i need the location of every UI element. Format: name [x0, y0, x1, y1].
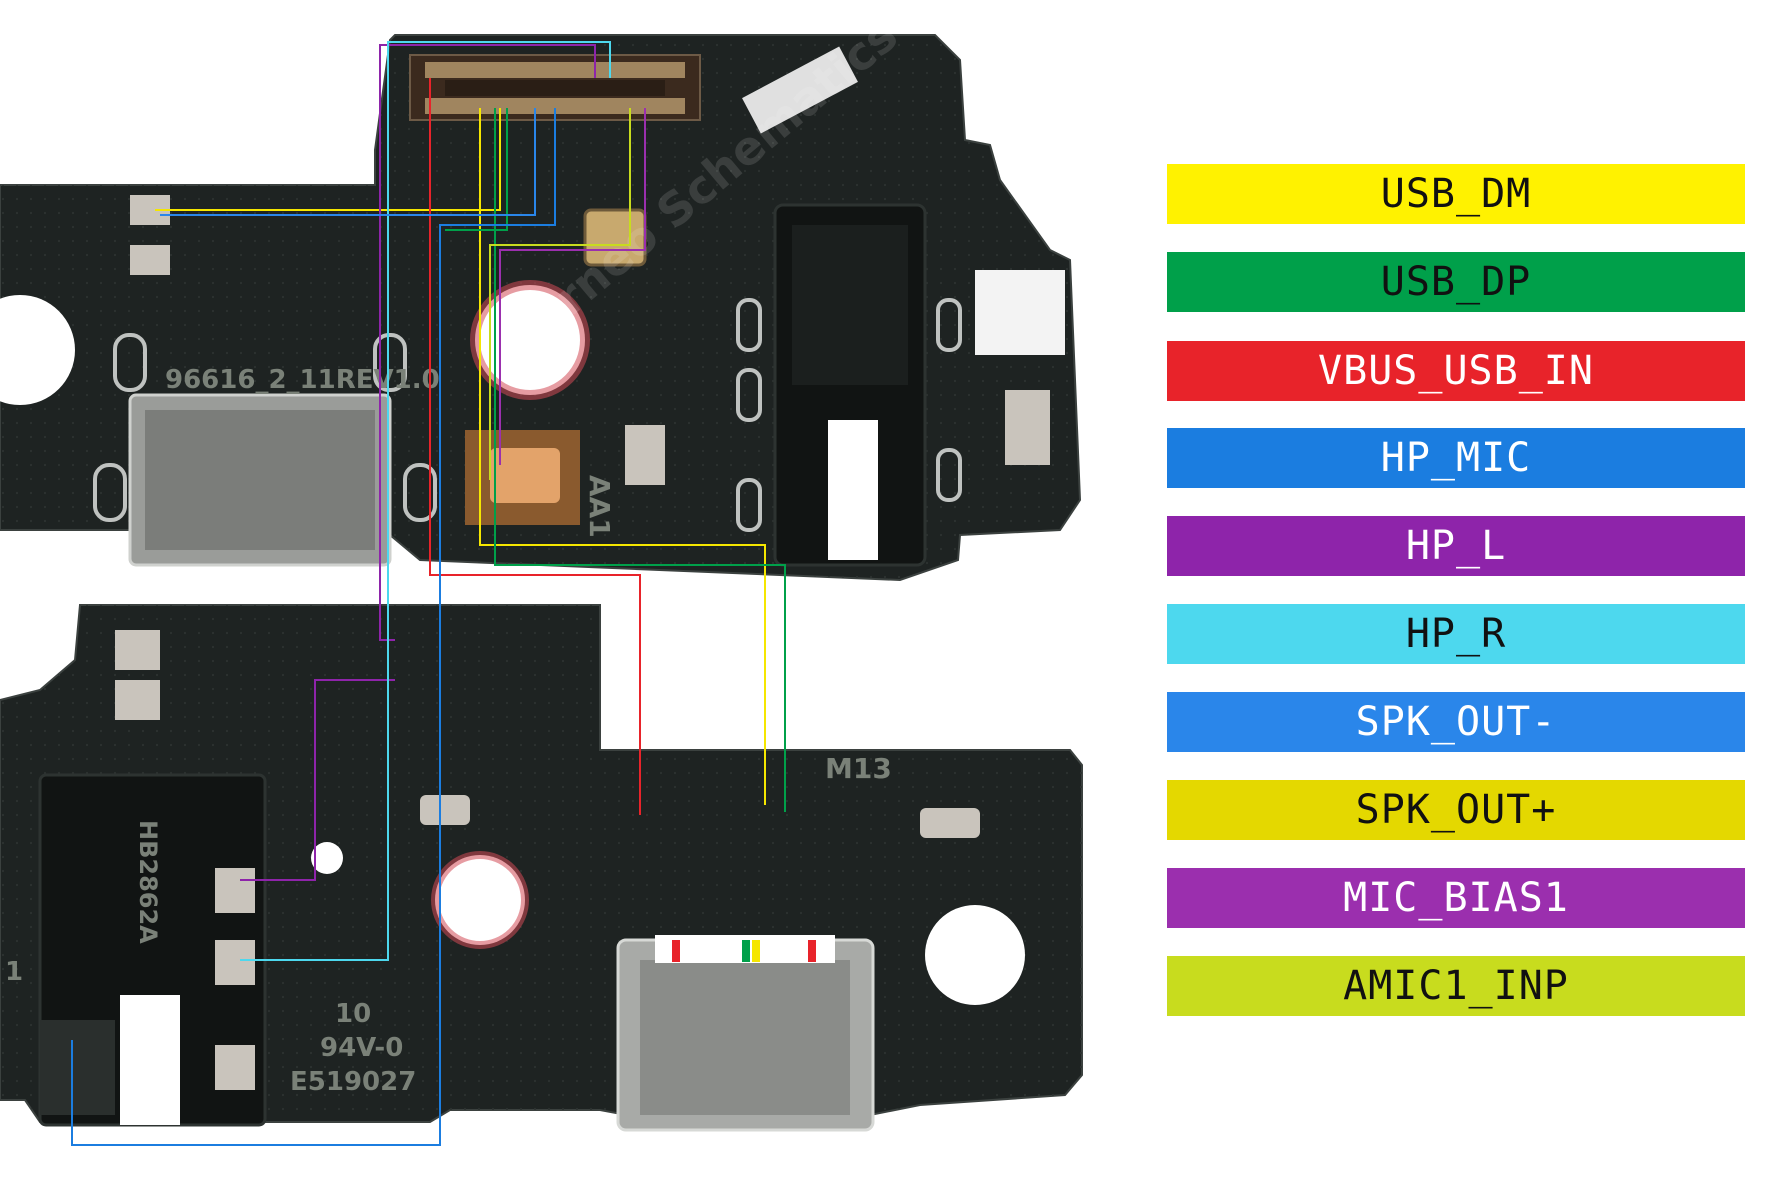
headphone-jack-bottom — [38, 773, 267, 1127]
silk-bottom-2: 10 — [335, 999, 371, 1029]
pcb-illustration: 96616_2_11REV1.0 AA1 — [0, 34, 1083, 1146]
usb-c-connector-bottom — [616, 935, 875, 1132]
legend-item-hp-mic: HP_MIC — [1167, 428, 1745, 488]
legend-label: AMIC1_INP — [1343, 963, 1569, 1009]
legend-item-amic1-inp: AMIC1_INP — [1167, 956, 1745, 1016]
usb-c-pins — [655, 940, 825, 962]
usb-c-connector-top — [128, 393, 392, 567]
silk-bottom-4: E519027 — [290, 1067, 416, 1097]
legend-item-spk-out-plus: SPK_OUT+ — [1167, 780, 1745, 840]
shield-clip — [742, 46, 858, 134]
legend-label: HP_R — [1405, 611, 1507, 657]
board-silkscreen-top: 96616_2_11REV1.0 — [165, 365, 440, 395]
legend-label: SPK_OUT+ — [1355, 787, 1557, 833]
legend-item-mic-bias1: MIC_BIAS1 — [1167, 868, 1745, 928]
silk-bottom-3: 94V-0 — [320, 1033, 403, 1063]
label-sticker — [975, 270, 1065, 355]
legend-item-vbus-usb-in: VBUS_USB_IN — [1167, 341, 1745, 401]
signal-traces — [71, 41, 786, 1146]
mounting-hole-bottom-center — [435, 855, 525, 945]
legend-label: SPK_OUT- — [1355, 699, 1557, 745]
mounting-hole-top-center — [475, 285, 585, 395]
legend-label: USB_DP — [1380, 259, 1532, 305]
legend-item-spk-out-minus: SPK_OUT- — [1167, 692, 1745, 752]
legend-label: HP_MIC — [1380, 435, 1532, 481]
legend-label: MIC_BIAS1 — [1343, 875, 1569, 921]
signal-legend: USB_DM USB_DP VBUS_USB_IN HP_MIC HP_L HP… — [1167, 0, 1745, 1179]
mounting-hole-bottom-right — [925, 905, 1025, 1005]
legend-label: VBUS_USB_IN — [1318, 348, 1594, 394]
headphone-jack-top — [773, 203, 927, 567]
legend-item-hp-r: HP_R — [1167, 604, 1745, 664]
legend-label: HP_L — [1405, 523, 1507, 569]
microphone-top — [465, 430, 580, 525]
bottom-board: M13 HB2862A 1 10 94V-0 E519027 — [0, 604, 1083, 1132]
legend-item-usb-dm: USB_DM — [1167, 164, 1745, 224]
legend-item-hp-l: HP_L — [1167, 516, 1745, 576]
legend-label: USB_DM — [1380, 171, 1532, 217]
mic-label-top: AA1 — [583, 475, 616, 538]
top-board: 96616_2_11REV1.0 AA1 — [0, 34, 1082, 582]
jack-label-bottom: HB2862A — [134, 820, 162, 944]
legend-item-usb-dp: USB_DP — [1167, 252, 1745, 312]
silk-bottom-1: 1 — [5, 957, 23, 987]
mounting-hole-top-left — [0, 295, 75, 405]
model-label-bottom: M13 — [825, 752, 892, 785]
